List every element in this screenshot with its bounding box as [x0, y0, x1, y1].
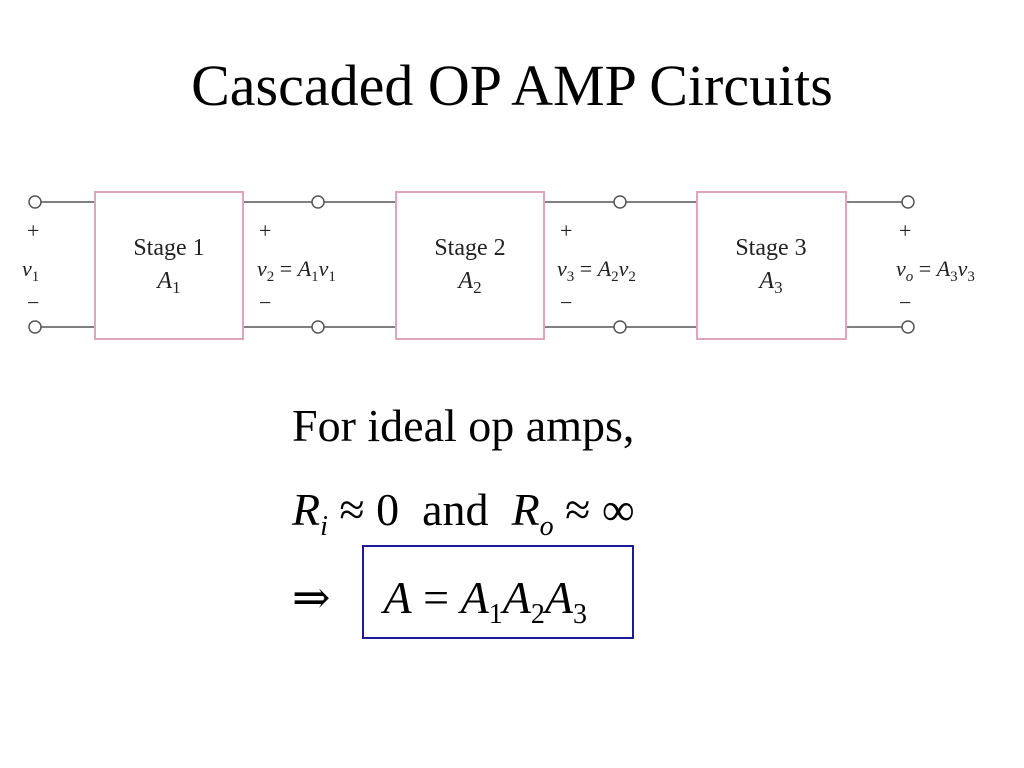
- port-1-minus: −: [27, 290, 39, 315]
- stage-2-name: Stage 2: [434, 235, 505, 261]
- port-out-minus: −: [899, 290, 911, 315]
- port-1-plus: +: [27, 218, 39, 243]
- stage-1-name: Stage 1: [133, 235, 204, 261]
- terminal-in-bottom: [28, 320, 42, 334]
- ri-approx: ≈ 0: [339, 484, 400, 535]
- terminal-in-top: [28, 195, 42, 209]
- terminal-out-bottom: [901, 320, 915, 334]
- implies-symbol: ⇒: [292, 572, 331, 623]
- total-gain: A: [383, 572, 412, 623]
- cascade-circuit-diagram: Stage 1 A1 Stage 2 A2 Stage 3 A3 + v1 − …: [22, 191, 975, 340]
- gain-equation: ⇒ A = A1A2A3: [292, 572, 587, 630]
- ri-symbol: R: [292, 484, 321, 535]
- port-3-plus: +: [560, 218, 572, 243]
- stage-3-name: Stage 3: [735, 235, 806, 261]
- ro-symbol: R: [511, 484, 540, 535]
- port-2-label: v2 = A1v1: [257, 256, 336, 285]
- slide-title: Cascaded OP AMP Circuits: [191, 53, 833, 118]
- port-2-plus: +: [259, 218, 271, 243]
- port-out-plus: +: [899, 218, 911, 243]
- terminal-23-top: [613, 195, 627, 209]
- port-out-label: vo = A3v3: [896, 256, 975, 285]
- stage-3-box: [696, 191, 847, 340]
- stage-3-gain: A3: [757, 268, 782, 297]
- terminal-23-bottom: [613, 320, 627, 334]
- port-3-label: v3 = A2v2: [557, 256, 636, 285]
- ideal-op-amps-text: For ideal op amps,: [292, 400, 635, 451]
- stage-1-gain: A1: [155, 268, 180, 297]
- terminal-out-top: [901, 195, 915, 209]
- terminal-12-bottom: [311, 320, 325, 334]
- port-2-minus: −: [259, 290, 271, 315]
- terminal-12-top: [311, 195, 325, 209]
- resistance-condition: Ri ≈ 0 and Ro ≈ ∞: [292, 484, 635, 542]
- port-1-label: v1: [22, 256, 39, 285]
- stage-2-box: [395, 191, 545, 340]
- result-box: [362, 545, 634, 639]
- port-3-minus: −: [560, 290, 572, 315]
- stage-1-box: [94, 191, 244, 340]
- ro-approx: ≈ ∞: [565, 484, 635, 535]
- stage-2-gain: A2: [456, 268, 481, 297]
- and-word: and: [422, 484, 489, 535]
